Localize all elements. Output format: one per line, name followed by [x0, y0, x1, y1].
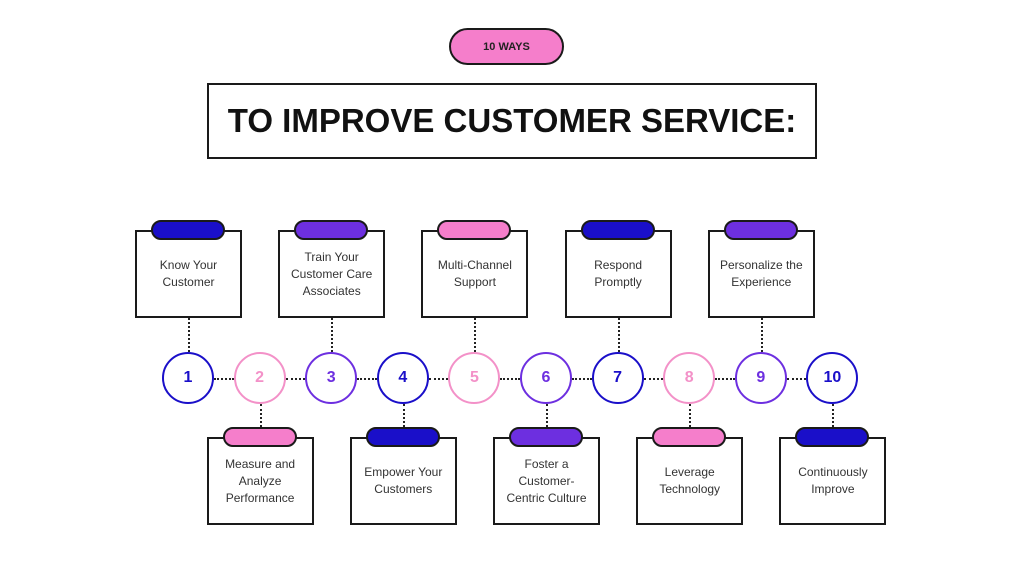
- connector-horizontal: [715, 378, 735, 380]
- page-title-text: TO IMPROVE CUSTOMER SERVICE:: [227, 102, 797, 139]
- step-label: Foster a Customer-Centric Culture: [506, 456, 587, 505]
- step-tab-7: [580, 220, 655, 240]
- step-label: Multi-Channel Support: [437, 258, 512, 289]
- step-number: 2: [255, 369, 265, 386]
- badge-10-ways: 10 WAYS: [449, 28, 564, 65]
- step-tab-3: [294, 220, 369, 240]
- step-label: Personalize the Experience: [719, 258, 803, 289]
- step-card-1: Know Your Customer: [135, 230, 242, 318]
- step-circle-4: 4: [376, 352, 429, 404]
- step-circle-1: 1: [162, 352, 214, 404]
- step-circle-9: 9: [734, 352, 787, 404]
- step-label: Train Your Customer Care Associates: [291, 249, 373, 298]
- connector-horizontal: [786, 378, 807, 380]
- connector-horizontal: [572, 378, 592, 380]
- step-number: 6: [541, 369, 551, 386]
- step-tab-1: [151, 220, 225, 240]
- connector-vertical: [689, 404, 692, 427]
- connector-horizontal: [357, 378, 377, 380]
- step-circle-3: 3: [305, 352, 358, 404]
- step-card-7: Respond Promptly: [564, 230, 672, 318]
- step-label: Respond Promptly: [594, 258, 643, 289]
- step-tab-10: [795, 427, 870, 447]
- connector-horizontal: [428, 378, 449, 380]
- connector-vertical: [832, 404, 835, 427]
- connector-vertical: [760, 318, 763, 352]
- step-card-6: Foster a Customer-Centric Culture: [493, 437, 600, 525]
- step-circle-7: 7: [591, 352, 644, 404]
- step-number: 10: [823, 369, 842, 386]
- step-tab-4: [365, 427, 440, 447]
- connector-vertical: [474, 318, 477, 352]
- step-card-5: Multi-Channel Support: [421, 230, 529, 318]
- connector-horizontal: [643, 378, 664, 380]
- step-card-2: Measure and Analyze Performance: [206, 437, 314, 525]
- step-number: 9: [756, 369, 766, 386]
- step-circle-8: 8: [663, 352, 716, 404]
- step-number: 1: [183, 369, 193, 386]
- step-label: Know Your Customer: [159, 258, 218, 289]
- connector-vertical: [546, 404, 548, 427]
- connector-vertical: [331, 318, 334, 352]
- step-number: 8: [684, 369, 694, 386]
- connector-horizontal: [214, 378, 234, 380]
- step-label: Measure and Analyze Performance: [225, 456, 296, 505]
- connector-vertical: [402, 404, 405, 427]
- connector-vertical: [259, 404, 262, 427]
- step-circle-5: 5: [448, 352, 501, 404]
- step-number: 5: [469, 369, 479, 386]
- badge-label: 10 WAYS: [483, 40, 530, 53]
- step-label: Continuously Improve: [798, 465, 868, 496]
- step-circle-10: 10: [806, 352, 859, 404]
- step-tab-2: [222, 427, 297, 447]
- step-number: 3: [326, 369, 336, 386]
- step-number: 7: [613, 369, 623, 386]
- connector-vertical: [617, 318, 620, 352]
- step-card-9: Personalize the Experience: [707, 230, 815, 318]
- step-card-4: Empower Your Customers: [349, 437, 457, 525]
- step-tab-9: [723, 220, 798, 240]
- step-circle-2: 2: [233, 352, 286, 404]
- page-title: TO IMPROVE CUSTOMER SERVICE:: [207, 83, 817, 159]
- step-label: Leverage Technology: [659, 465, 721, 496]
- connector-horizontal: [500, 378, 520, 380]
- step-card-8: Leverage Technology: [636, 437, 744, 525]
- step-tab-5: [437, 220, 512, 240]
- connector-vertical: [188, 318, 190, 352]
- step-number: 4: [398, 369, 408, 386]
- step-circle-6: 6: [520, 352, 572, 404]
- step-tab-6: [509, 427, 583, 447]
- connector-horizontal: [285, 378, 306, 380]
- step-label: Empower Your Customers: [364, 465, 443, 496]
- step-card-3: Train Your Customer Care Associates: [278, 230, 386, 318]
- step-card-10: Continuously Improve: [779, 437, 887, 525]
- step-tab-8: [652, 427, 727, 447]
